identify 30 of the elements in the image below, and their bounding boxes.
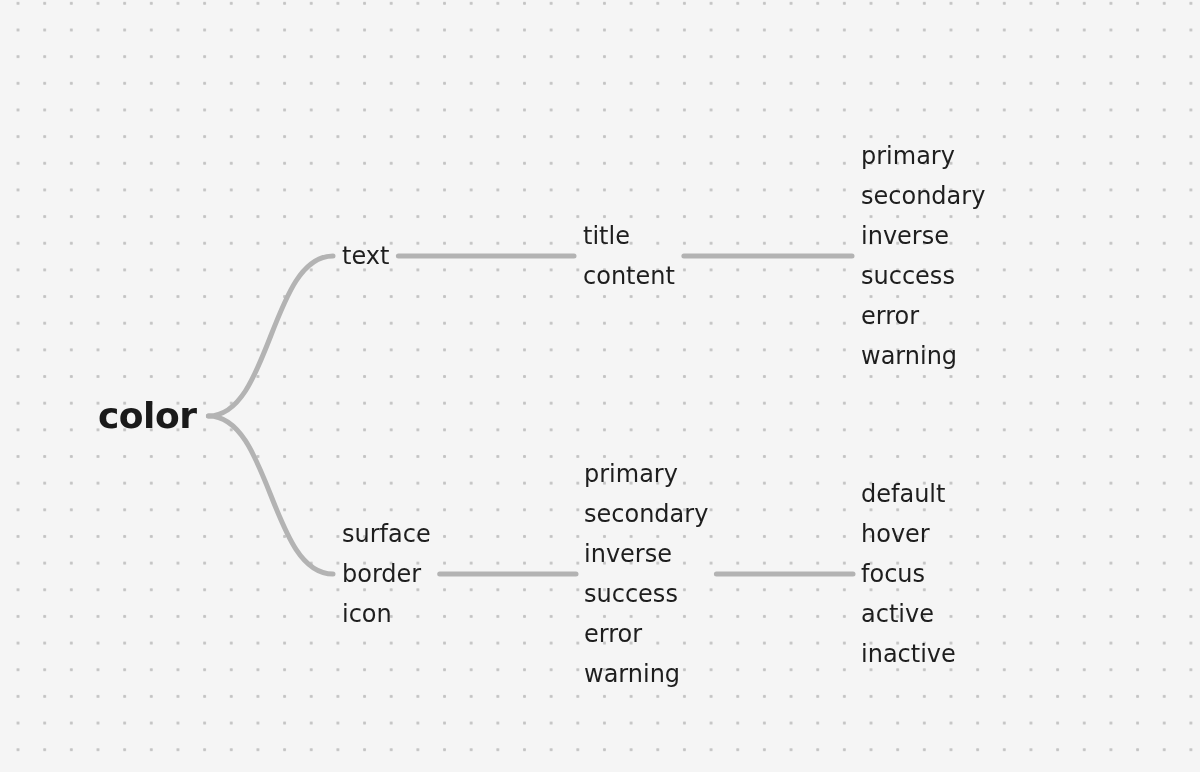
topic-label: secondary: [861, 181, 986, 211]
topic-label: primary: [584, 459, 678, 489]
topic-label: warning: [861, 341, 958, 371]
topic-label: error: [861, 301, 920, 331]
topic-label: inactive: [861, 639, 956, 669]
topic-label: inverse: [861, 221, 949, 251]
topic-label: hover: [861, 519, 930, 549]
topic-label: text: [342, 241, 390, 271]
root-topic-label: color: [98, 395, 197, 437]
connector-line: [205, 253, 336, 419]
connector-line: [713, 571, 856, 577]
topic-label: primary: [861, 141, 955, 171]
topic-label: content: [583, 261, 675, 291]
connector-line: [205, 413, 336, 577]
topic-label: error: [584, 619, 643, 649]
connector-line: [437, 571, 579, 577]
topic-label: active: [861, 599, 934, 629]
topic-label: success: [861, 261, 955, 291]
topic-label: success: [584, 579, 678, 609]
topic-label: secondary: [584, 499, 709, 529]
connector-line: [681, 253, 855, 259]
topic-label: default: [861, 479, 946, 509]
topic-label: warning: [584, 659, 681, 689]
topic-label: title: [583, 221, 630, 251]
topic-label: border: [342, 559, 422, 589]
topic-label: inverse: [584, 539, 672, 569]
topic-label: surface: [342, 519, 431, 549]
connector-line: [395, 253, 577, 259]
topic-label: icon: [342, 599, 392, 629]
topic-label: focus: [861, 559, 926, 589]
